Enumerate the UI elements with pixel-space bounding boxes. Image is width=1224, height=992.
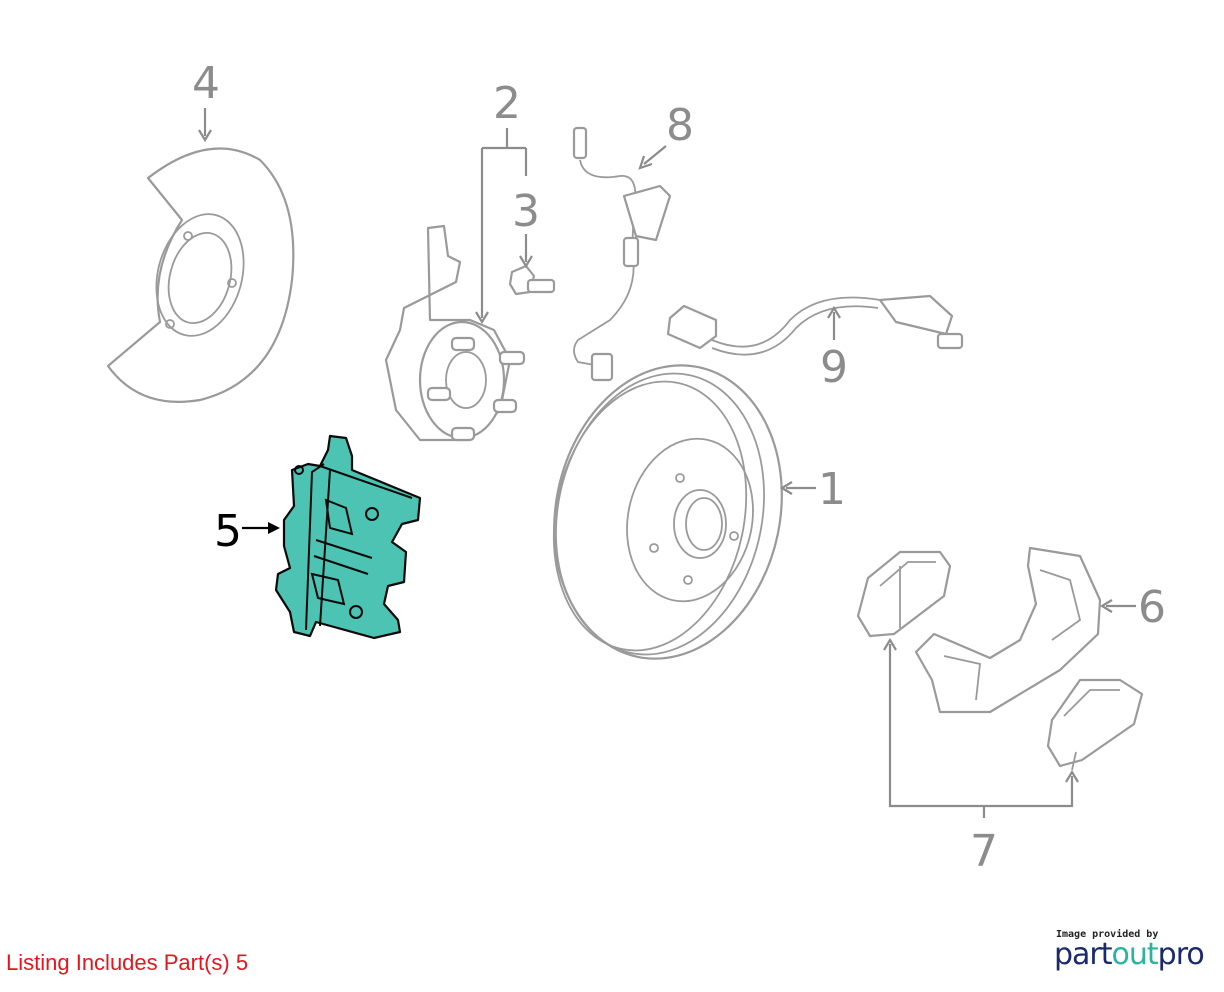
part-2-hub-bearing[interactable] xyxy=(384,224,526,442)
part-8-abs-sensor[interactable] xyxy=(572,126,672,382)
callout-5: 5 xyxy=(214,506,242,557)
part-9-abs-sensor[interactable] xyxy=(666,294,964,356)
part-1-brake-rotor[interactable] xyxy=(528,344,809,680)
callout-2: 2 xyxy=(493,78,521,129)
listing-note: Listing Includes Part(s) 5 xyxy=(6,950,249,975)
callout-7: 7 xyxy=(970,826,998,877)
callout-8: 8 xyxy=(666,100,694,151)
part-7-brake-pads[interactable] xyxy=(856,550,1144,771)
callout-3: 3 xyxy=(512,186,540,237)
part-5-brake-caliper[interactable] xyxy=(274,434,422,640)
logo-pro: pro xyxy=(1157,937,1205,972)
callout-9: 9 xyxy=(820,342,848,393)
leader-lines xyxy=(198,108,1136,818)
image-credit: Image provided by xyxy=(1056,929,1159,940)
partoutpro-logo: partoutpro xyxy=(1054,937,1205,972)
part-3-bolt[interactable] xyxy=(508,264,556,296)
callout-1: 1 xyxy=(818,464,846,515)
logo-part: part xyxy=(1054,937,1113,972)
logo-out: out xyxy=(1111,937,1159,972)
callout-6: 6 xyxy=(1138,582,1166,633)
callout-4: 4 xyxy=(192,58,220,109)
part-6-caliper-bracket[interactable] xyxy=(914,546,1102,714)
part-4-dust-shield[interactable] xyxy=(106,147,295,403)
